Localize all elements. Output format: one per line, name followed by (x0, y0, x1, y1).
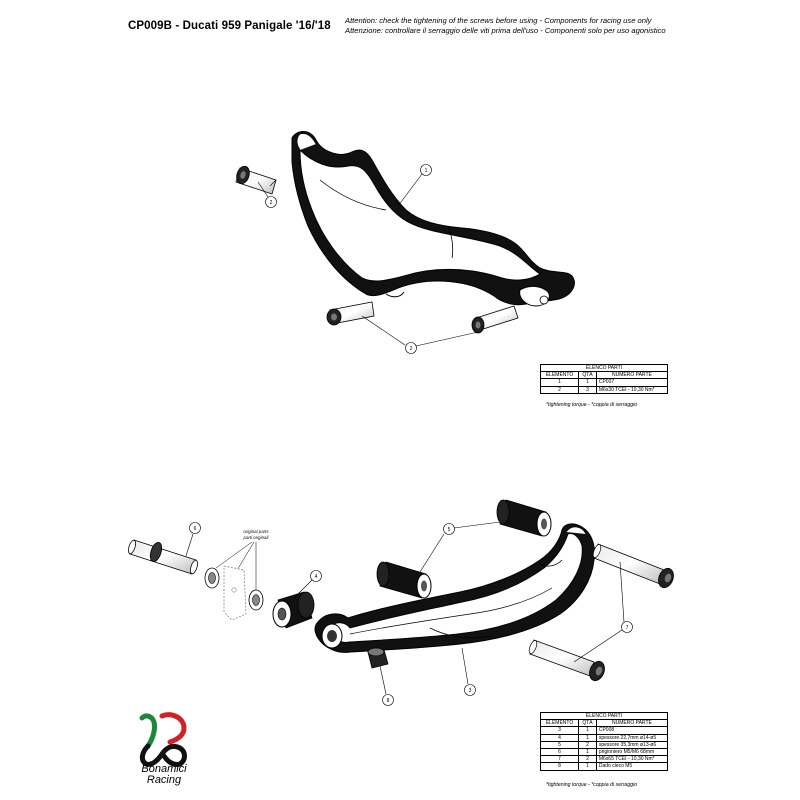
screw-m6x65-upper (592, 543, 674, 589)
logo-line-2: Racing (146, 774, 182, 786)
attention-notice: Attention: check the tightening of the s… (345, 16, 666, 36)
bonamici-racing-logo-icon (139, 712, 187, 767)
blind-nut-m5 (367, 647, 389, 669)
callout-3: 3 (461, 647, 476, 696)
table-header-row: ELEMENTO QTÀ NUMERO PARTE (539, 719, 669, 728)
callout-1-label: 1 (425, 168, 428, 174)
callout-2-top: 2 (257, 181, 277, 208)
table-row: 6 1 prigioniero M5/M6 68mm (539, 747, 669, 757)
attention-italian: Attenzione: controllare il serraggio del… (345, 26, 666, 35)
spacer-35-3mm-upper (496, 499, 552, 537)
callout-6-label: 6 (194, 526, 197, 532)
screw-m6x30-bottom-right (471, 305, 519, 334)
callout-4: 4 (293, 570, 322, 599)
column-header: ELEMENTO (539, 371, 580, 380)
callout-3-label: 3 (469, 688, 472, 694)
callout-8-label: 8 (387, 698, 390, 704)
table-row: 4 1 spessore 22,7mm ø14-ø5 (539, 733, 669, 742)
callout-8: 8 (379, 665, 394, 706)
table-cell: 2 (539, 385, 580, 394)
callout-2-bottom: 2 (361, 315, 479, 354)
screw-m6x30-top-left (235, 165, 277, 195)
table-cell: 1 (578, 747, 597, 757)
torque-note-bottom: *tightening torque - *coppia di serraggi… (546, 782, 638, 788)
original-parts-label-en: original parts (243, 529, 269, 534)
table-cell: Dado cieco M5 (595, 762, 669, 771)
table-cell: 1 (578, 762, 597, 771)
column-header: NUMERO PARTE (595, 719, 669, 728)
column-header: ELEMENTO (539, 719, 580, 728)
table-row: 2 3 M6x30 TCEI - 10,30 Nm* (539, 385, 669, 394)
table-cell: spessore 22,7mm ø14-ø5 (595, 733, 669, 742)
original-parts: original parts parti originali (204, 529, 270, 621)
stud-m5-m6 (128, 539, 198, 575)
table-cell: CP007 (595, 378, 669, 387)
callout-6: 6 (185, 522, 201, 557)
table-cell: 7 (539, 755, 580, 764)
table-cell: prigioniero M5/M6 68mm (595, 747, 669, 757)
table-caption: ELENCO PARTI (540, 711, 668, 721)
table-cell: 1 (539, 378, 580, 387)
table-header-row: ELEMENTO QTÀ NUMERO PARTE (539, 371, 669, 380)
parts-list-table-bottom: ELENCO PARTI ELEMENTO QTÀ NUMERO PARTE 3… (539, 711, 669, 771)
callout-2-top-label: 2 (270, 200, 273, 206)
top-assembly: 1 2 2 (235, 131, 575, 354)
table-row: 1 1 CP007 (539, 378, 669, 387)
table-cell: M6x30 TCEI - 10,30 Nm* (595, 385, 669, 394)
table-caption: ELENCO PARTI (540, 363, 668, 373)
callout-5: 5 (419, 521, 501, 573)
logo-line-1: Bonamici (141, 763, 187, 775)
table-cell: 8 (539, 762, 580, 771)
bottom-assembly: 6 original parts parti originali 4 (128, 499, 674, 706)
column-header: QTÀ (578, 719, 597, 728)
table-cell: 2 (578, 755, 597, 764)
table-cell: 1 (578, 733, 597, 742)
table-cell: 1 (578, 378, 597, 387)
callout-7-label: 7 (626, 625, 629, 631)
table-cell: 5 (539, 740, 580, 749)
document-title: CP009B - Ducati 959 Panigale '16/'18 (128, 20, 331, 32)
callout-2-bottom-label: 2 (410, 346, 413, 352)
frame-slider-bracket-cp008 (314, 523, 595, 653)
table-cell: 4 (539, 733, 580, 742)
spacer-22-7mm (272, 591, 315, 629)
original-parts-label-it: parti originali (243, 535, 270, 540)
spacer-35-3mm-lower (376, 561, 432, 599)
parts-list-table-top: ELENCO PARTI ELEMENTO QTÀ NUMERO PARTE 1… (539, 363, 669, 394)
table-row: 5 2 spessore 35,3mm ø13-ø6 (539, 740, 669, 749)
table-cell: 2 (578, 740, 597, 749)
table-row: 8 1 Dado cieco M5 (539, 762, 669, 771)
logo-wordmark: Bonamici Racing (133, 764, 195, 786)
screw-m6x65-lower (528, 639, 605, 682)
table-row: 7 2 M6x65 TCEI - 10,30 Nm* (539, 755, 669, 764)
table-row: 3 1 CP008 (539, 726, 669, 735)
table-cell: 6 (539, 747, 580, 757)
attention-english: Attention: check the tightening of the s… (345, 16, 652, 25)
engine-cover-guard-cp007 (291, 131, 575, 307)
torque-note-top: *tightening torque - *coppia di serraggi… (546, 402, 638, 408)
table-cell: 3 (578, 385, 597, 394)
table-cell: 3 (539, 726, 580, 735)
table-cell: CP008 (595, 726, 669, 735)
table-cell: spessore 35,3mm ø13-ø6 (595, 740, 669, 749)
screw-m6x30-bottom-left (326, 301, 375, 326)
callout-7: 7 (573, 561, 633, 663)
callout-5-label: 5 (448, 527, 451, 533)
table-cell: M6x65 TCEI - 10,30 Nm* (595, 755, 669, 764)
column-header: QTÀ (578, 371, 597, 380)
callout-1: 1 (397, 164, 432, 207)
callout-4-label: 4 (315, 574, 318, 580)
table-cell: 1 (578, 726, 597, 735)
column-header: NUMERO PARTE (595, 371, 669, 380)
